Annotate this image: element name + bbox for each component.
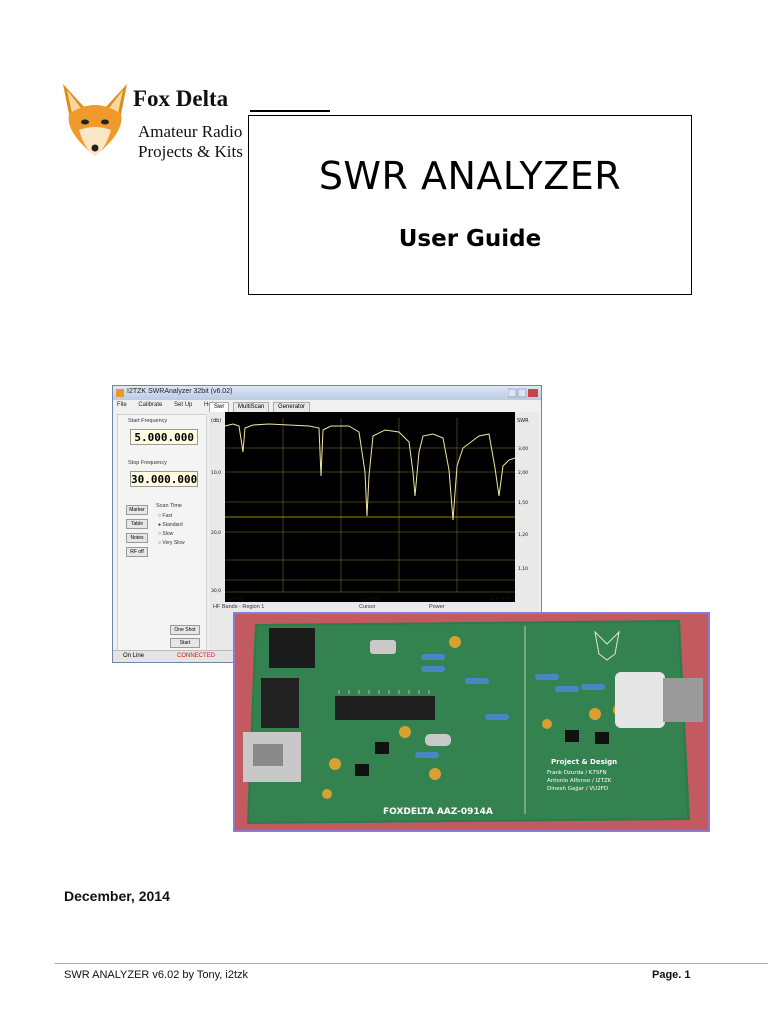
start-frequency-label: Start Frequency bbox=[128, 418, 168, 424]
y-axis-right-label: 3,00 bbox=[518, 446, 528, 452]
app-control-panel: Start Frequency 5.000.000 Stop Frequency… bbox=[117, 414, 207, 652]
menu-file: File bbox=[117, 402, 127, 408]
tab-multiscan: MultiScan bbox=[233, 402, 270, 412]
x-axis-label: 17,5 MHz bbox=[359, 596, 381, 602]
document-subtitle: User Guide bbox=[398, 226, 542, 252]
logo-tagline-line2: Projects & Kits bbox=[138, 142, 243, 161]
scan-very-slow-radio: Very Slow bbox=[158, 540, 184, 546]
document-date: December, 2014 bbox=[64, 888, 170, 904]
pcb-board-illustration: FOXDELTA AAZ-0914A Project & Design Fran… bbox=[235, 614, 708, 830]
menu-setup: Set Up bbox=[174, 402, 193, 408]
y-axis-left-label: 10,0 bbox=[211, 470, 221, 476]
app-window-icon bbox=[116, 389, 124, 397]
footer-document-info: SWR ANALYZER v6.02 by Tony, i2tzk bbox=[64, 969, 249, 981]
fox-head-icon bbox=[63, 84, 127, 156]
plot-left-unit: (db) bbox=[211, 418, 221, 424]
app-titlebar: I2TZK SWRAnalyzer 32bit (v6.02) bbox=[113, 386, 541, 400]
pcb-silkscreen-label: FOXDELTA AAZ-0914A bbox=[383, 807, 493, 817]
pcb-credits-title: Project & Design bbox=[551, 758, 617, 766]
plot-right-unit: SWR bbox=[517, 418, 529, 424]
y-axis-left-label: 30,0 bbox=[211, 588, 221, 594]
start-frequency-display: 5.000.000 bbox=[130, 429, 198, 445]
scan-slow-radio: Slow bbox=[158, 531, 173, 537]
power-label: Power bbox=[429, 604, 445, 610]
stop-frequency-display: 30.000.000 bbox=[130, 471, 198, 487]
notes-button: Notes bbox=[126, 533, 148, 543]
app-title: I2TZK SWRAnalyzer 32bit (v6.02) bbox=[127, 388, 233, 395]
footer-page-number: Page. 1 bbox=[652, 969, 691, 981]
one-shot-button: One Shot bbox=[170, 625, 200, 635]
pcb-photo: FOXDELTA AAZ-0914A Project & Design Fran… bbox=[233, 612, 710, 832]
y-axis-right-label: 1,20 bbox=[518, 532, 528, 538]
title-box: SWR ANALYZER User Guide bbox=[248, 115, 692, 295]
tab-swr: Swr bbox=[209, 402, 230, 412]
menu-calibrate: Calibrate bbox=[138, 402, 163, 408]
bands-label: HF Bands - Region 1 bbox=[213, 604, 265, 610]
software-screenshot: I2TZK SWRAnalyzer 32bit (v6.02) File Cal… bbox=[112, 385, 542, 663]
logo-underline bbox=[250, 110, 330, 112]
window-controls-icon bbox=[508, 388, 538, 398]
fox-delta-logo: Fox Delta Amateur Radio Projects & Kits bbox=[55, 80, 330, 170]
rf-off-button: RF off bbox=[126, 547, 148, 557]
x-axis-label: 30,0 MHz bbox=[489, 596, 511, 602]
scan-standard-radio: Standard bbox=[158, 522, 182, 528]
pcb-credit-line: Frank Dzurda / K7SFN bbox=[547, 770, 607, 776]
table-button: Table bbox=[126, 519, 148, 529]
document-title: SWR ANALYZER bbox=[318, 154, 622, 198]
start-button: Start bbox=[170, 638, 200, 648]
status-online: On Line bbox=[123, 653, 145, 659]
y-axis-right-label: 1,10 bbox=[518, 566, 528, 572]
marker-button: Marker bbox=[126, 505, 148, 515]
footer-divider bbox=[55, 963, 768, 964]
tab-generator: Generator bbox=[273, 402, 311, 412]
pcb-credit-line: Antonio Alfonso / I2TZK bbox=[547, 778, 612, 784]
stop-frequency-label: Stop Frequency bbox=[128, 460, 167, 466]
logo-tagline-line1: Amateur Radio bbox=[138, 122, 243, 141]
y-axis-right-label: 1,50 bbox=[518, 500, 528, 506]
cursor-label: Cursor bbox=[359, 604, 376, 610]
swr-plot: (db) SWR 10,0 20,0 30,0 3,00 2,00 1,50 1… bbox=[209, 412, 539, 602]
y-axis-left-label: 20,0 bbox=[211, 530, 221, 536]
pcb-credit-line: Dinesh Gajjar / VU2FD bbox=[547, 786, 608, 792]
x-axis-label: 5,0 MHz bbox=[226, 596, 245, 602]
scan-time-label: Scan Time bbox=[156, 503, 182, 509]
y-axis-right-label: 2,00 bbox=[518, 470, 528, 476]
status-connected: CONNECTED bbox=[177, 653, 216, 659]
app-tabs: Swr MultiScan Generator bbox=[209, 402, 312, 412]
logo-brand-name: Fox Delta bbox=[133, 86, 229, 111]
scan-fast-radio: Fast bbox=[158, 513, 172, 519]
